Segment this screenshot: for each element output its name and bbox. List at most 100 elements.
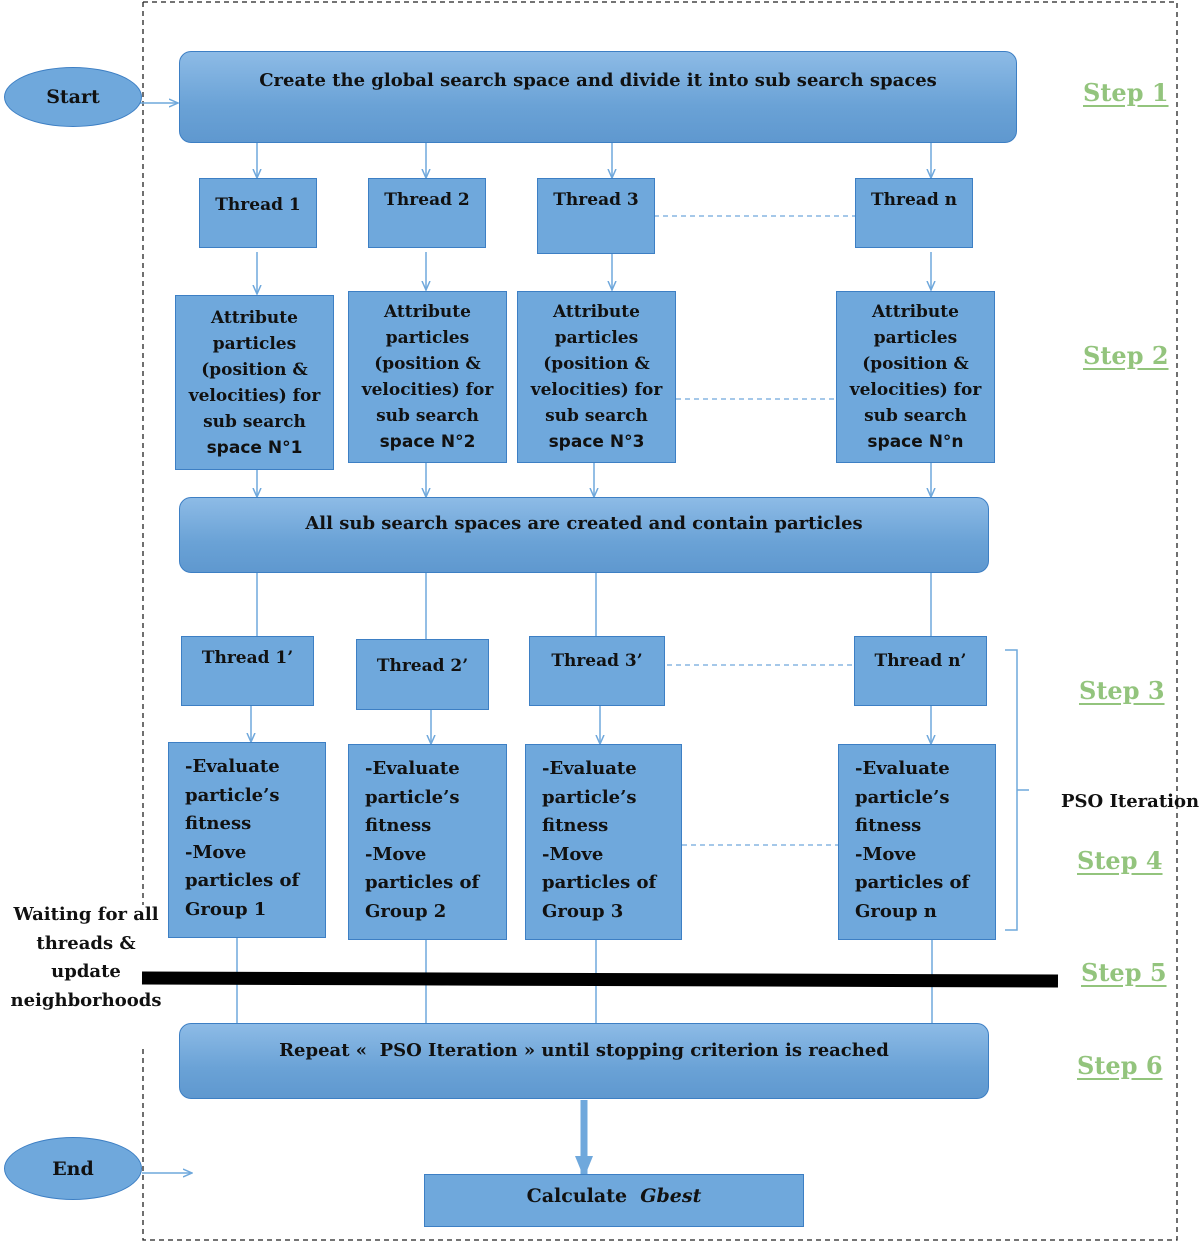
evaluate-line: -Move bbox=[542, 843, 604, 865]
evaluate-line: -Evaluate bbox=[365, 758, 460, 779]
step-3-label: Step 3 bbox=[1079, 676, 1165, 705]
evaluate-line: particle’s bbox=[185, 784, 280, 806]
thread-n-box: Thread n bbox=[855, 178, 973, 248]
attribute-line: (position & bbox=[543, 354, 650, 374]
evaluate-line: -Evaluate bbox=[542, 758, 637, 779]
attribute-line: velocities) for bbox=[361, 380, 494, 400]
thread-n-prime-label: Thread n’ bbox=[874, 651, 967, 671]
thread-3-box: Thread 3 bbox=[537, 178, 655, 254]
attribute-box-1: Attribute particles (position & velociti… bbox=[175, 295, 334, 470]
evaluate-line: particle’s bbox=[365, 786, 460, 808]
waiting-label: Waiting for all threads & update neighbo… bbox=[6, 901, 166, 1015]
attribute-line: sub search bbox=[203, 411, 306, 432]
evaluate-line: particle’s bbox=[855, 786, 950, 808]
thread-3-prime-label: Thread 3’ bbox=[551, 651, 643, 671]
evaluate-box-2: -Evaluate particle’s fitness -Move parti… bbox=[348, 744, 507, 940]
step-4-label: Step 4 bbox=[1077, 846, 1163, 875]
attribute-line: Attribute bbox=[553, 302, 640, 322]
dashed-connectors bbox=[654, 215, 856, 846]
pso-bracket bbox=[1005, 649, 1029, 931]
start-oval: Start bbox=[4, 67, 142, 127]
thread-1-label: Thread 1 bbox=[215, 195, 301, 215]
step-2-label: Step 2 bbox=[1083, 341, 1169, 370]
attribute-line: Attribute bbox=[872, 302, 959, 322]
attribute-line: velocities) for bbox=[530, 380, 663, 400]
attribute-line: velocities) for bbox=[188, 385, 321, 406]
thread-2-prime-box: Thread 2’ bbox=[356, 639, 489, 710]
thread-n-label: Thread n bbox=[871, 190, 957, 210]
attribute-line: Attribute bbox=[211, 307, 298, 328]
calculate-gbest-box: Calculate Gbest bbox=[424, 1174, 804, 1227]
thread-3-prime-box: Thread 3’ bbox=[529, 636, 665, 706]
attribute-line: space N°1 bbox=[206, 437, 303, 458]
evaluate-line: particle’s bbox=[542, 786, 637, 808]
attribute-line: sub search bbox=[545, 406, 648, 426]
evaluate-line: particles of bbox=[365, 872, 480, 893]
repeat-text: Repeat « PSO Iteration » until stopping … bbox=[279, 1040, 889, 1061]
thread-2-label: Thread 2 bbox=[384, 190, 470, 210]
thread-1-box: Thread 1 bbox=[199, 178, 317, 248]
evaluate-line: -Move bbox=[365, 843, 427, 865]
attribute-box-2: Attribute particles (position & velociti… bbox=[348, 291, 507, 463]
thread-2-prime-label: Thread 2’ bbox=[376, 656, 469, 676]
thread-1-prime-label: Thread 1’ bbox=[201, 648, 294, 668]
attribute-line: particles bbox=[873, 328, 958, 348]
evaluate-line: particles of bbox=[542, 872, 657, 893]
waiting-line: update bbox=[51, 961, 121, 982]
attribute-line: space N°n bbox=[867, 432, 964, 452]
evaluate-line: -Move bbox=[185, 841, 247, 863]
attribute-line: particles bbox=[554, 328, 639, 348]
step-6-label: Step 6 bbox=[1077, 1051, 1163, 1080]
step-5-label: Step 5 bbox=[1081, 958, 1167, 987]
evaluate-box-n: -Evaluate particle’s fitness -Move parti… bbox=[838, 744, 996, 940]
evaluate-line: fitness bbox=[855, 815, 922, 836]
attribute-line: space N°3 bbox=[548, 432, 645, 452]
evaluate-line: Group 1 bbox=[185, 898, 267, 920]
attribute-line: (position & bbox=[374, 354, 481, 374]
attribute-line: space N°2 bbox=[379, 432, 476, 452]
attribute-line: velocities) for bbox=[849, 380, 982, 400]
evaluate-line: -Evaluate bbox=[185, 756, 280, 777]
attribute-line: sub search bbox=[864, 406, 967, 426]
evaluate-line: fitness bbox=[365, 815, 432, 836]
sub-spaces-created-banner: All sub search spaces are created and co… bbox=[179, 497, 989, 573]
evaluate-box-1: -Evaluate particle’s fitness -Move parti… bbox=[168, 742, 326, 938]
pso-iteration-label: PSO Iteration bbox=[1061, 791, 1200, 812]
thread-1-prime-box: Thread 1’ bbox=[181, 636, 314, 706]
evaluate-line: -Evaluate bbox=[855, 758, 950, 779]
attribute-box-n: Attribute particles (position & velociti… bbox=[836, 291, 995, 463]
waiting-line: neighborhoods bbox=[10, 989, 162, 1011]
step-1-label: Step 1 bbox=[1083, 78, 1169, 107]
attribute-box-3: Attribute particles (position & velociti… bbox=[517, 291, 676, 463]
create-search-space-banner: Create the global search space and divid… bbox=[179, 51, 1017, 143]
end-oval: End bbox=[4, 1137, 142, 1200]
evaluate-line: particles of bbox=[185, 870, 300, 891]
evaluate-line: fitness bbox=[542, 815, 609, 836]
gbest-label: Gbest bbox=[640, 1185, 702, 1207]
attribute-line: (position & bbox=[201, 359, 308, 380]
end-label: End bbox=[52, 1157, 94, 1180]
evaluate-line: -Move bbox=[855, 843, 917, 865]
thread-n-prime-box: Thread n’ bbox=[854, 636, 987, 706]
evaluate-line: Group n bbox=[855, 900, 937, 922]
evaluate-line: particles of bbox=[855, 872, 970, 893]
evaluate-line: Group 2 bbox=[365, 900, 447, 922]
sub-spaces-created-text: All sub search spaces are created and co… bbox=[305, 513, 863, 534]
create-search-space-text: Create the global search space and divid… bbox=[259, 70, 937, 91]
repeat-banner: Repeat « PSO Iteration » until stopping … bbox=[179, 1023, 989, 1099]
calculate-label: Calculate bbox=[526, 1185, 628, 1207]
waiting-line: Waiting for all bbox=[13, 904, 159, 925]
attribute-line: (position & bbox=[862, 354, 969, 374]
thread-3-label: Thread 3 bbox=[553, 190, 639, 210]
attribute-line: particles bbox=[212, 333, 297, 354]
waiting-line: threads & bbox=[36, 932, 136, 954]
evaluate-box-3: -Evaluate particle’s fitness -Move parti… bbox=[525, 744, 682, 940]
attribute-line: Attribute bbox=[384, 302, 471, 322]
attribute-line: particles bbox=[385, 328, 470, 348]
outer-dashed-frame bbox=[142, 1, 1178, 1241]
attribute-line: sub search bbox=[376, 406, 479, 426]
evaluate-line: fitness bbox=[185, 813, 252, 834]
thread-2-box: Thread 2 bbox=[368, 178, 486, 248]
barrier-line bbox=[141, 971, 1059, 988]
